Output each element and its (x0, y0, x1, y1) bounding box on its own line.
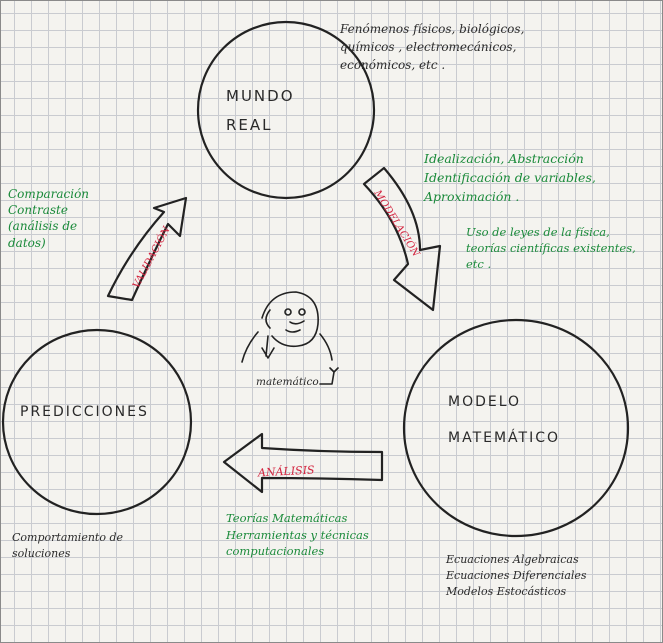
analisis-arrow (222, 432, 384, 494)
validacion-note: Comparación Contraste (análisis de datos… (8, 187, 90, 250)
mundo-real-circle (196, 20, 376, 200)
modelacion-note: Idealización, Abstracción Identificación… (424, 151, 596, 204)
modelo-note: Ecuaciones Algebraicas Ecuaciones Difere… (446, 553, 587, 598)
mundo-real-label: MUNDO REAL (226, 87, 295, 134)
modelo-matematico-circle (402, 318, 630, 538)
modelacion-arrow (362, 166, 442, 312)
modelacion-extra-note: Uso de leyes de la física, teorías cient… (466, 225, 636, 272)
predicciones-circle (1, 328, 193, 516)
thinker-doodle (241, 291, 339, 385)
validacion-arrow (106, 196, 188, 302)
analisis-note: Teorías Matemáticas Herramientas y técni… (226, 511, 369, 559)
predicciones-label: PREDICCIONES (20, 404, 149, 420)
mundo-real-note: Fenómenos físicos, biológicos, químicos … (340, 22, 525, 72)
modelo-matematico-label: MODELO MATEMÁTICO (448, 394, 561, 447)
predicciones-note: Comportamiento de soluciones (12, 531, 124, 560)
center-label: matemático (256, 376, 319, 388)
